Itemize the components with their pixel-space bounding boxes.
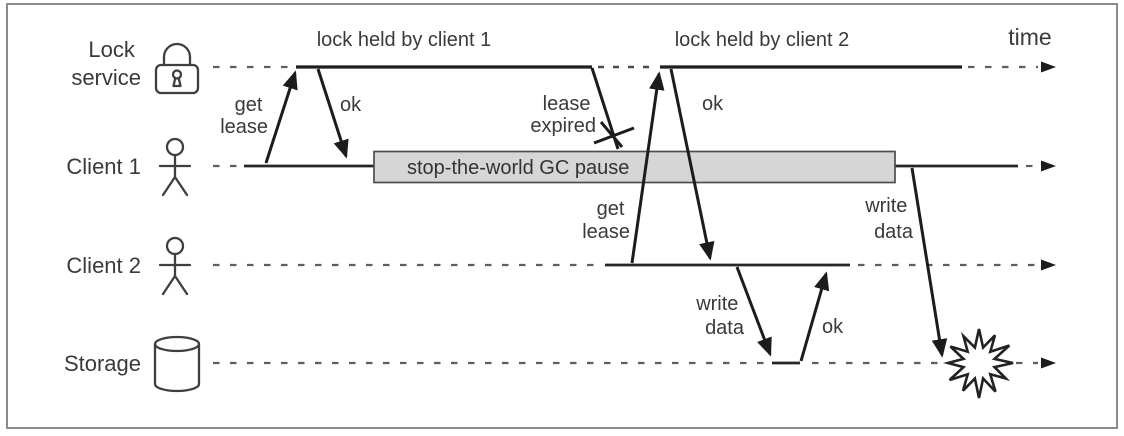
timeline-client-1 [213, 160, 1056, 172]
write-data-arrow-client2 [735, 266, 772, 357]
lock-held-client1-label: lock held by client 1 [317, 29, 492, 51]
write-data-label-line2: data [874, 221, 914, 243]
timeline-arrowhead-icon [1041, 357, 1056, 369]
write-data-label-line1: write [864, 195, 907, 217]
ok-label-client2: ok [702, 93, 724, 115]
time-axis-label: time [1008, 24, 1051, 50]
database-cylinder-icon [153, 335, 201, 393]
lease-expired-label-line1: lease [543, 93, 591, 115]
ok-label-client1: ok [340, 94, 362, 116]
get-lease-label-line2: lease [582, 221, 630, 243]
lane-label-client-1: Client 1 [66, 154, 141, 179]
get-lease-arrow-client2 [630, 71, 665, 264]
explosion-burst-icon [942, 328, 1014, 399]
ok-label-storage-write: ok [822, 316, 844, 338]
timeline-client-2 [213, 259, 1056, 271]
write-data-label-client2: write data [695, 293, 745, 339]
lease-expired-label-line2: expired [530, 115, 596, 137]
write-data-arrow-client1 [910, 167, 948, 358]
timeline-arrowhead-icon [1041, 259, 1056, 271]
get-lease-label-line1: get [597, 198, 625, 220]
write-data-label-line2: data [705, 317, 745, 339]
gc-pause-label: stop-the-world GC pause [407, 157, 629, 179]
timeline-lock-service [213, 61, 1056, 73]
person-icon-client-1 [158, 137, 192, 197]
get-lease-label-client1: get lease [220, 94, 268, 138]
get-lease-label-client2: get lease [582, 198, 630, 243]
lane-label-lock-line2: service [71, 65, 141, 90]
timeline-arrowhead-icon [1041, 61, 1056, 73]
lane-label-lock-line1: Lock [88, 37, 135, 62]
write-data-label-line1: write [695, 293, 738, 315]
person-icon-client-2 [158, 236, 192, 296]
timeline-arrowhead-icon [1041, 160, 1056, 172]
lane-label-storage: Storage [64, 351, 141, 376]
lane-label-lock-service: Lock service [71, 37, 141, 90]
ok-arrow-from-storage [799, 271, 830, 362]
get-lease-arrow-client1 [264, 70, 298, 164]
cross-icon [593, 121, 635, 148]
lease-expired-label: lease expired [530, 93, 596, 137]
lock-held-client2-label: lock held by client 2 [675, 29, 850, 51]
get-lease-label-line1: get [235, 94, 263, 116]
lane-label-client-2: Client 2 [66, 253, 141, 278]
padlock-icon [154, 42, 200, 95]
gc-pause-box: stop-the-world GC pause [373, 150, 896, 184]
ok-arrow-to-client2 [669, 68, 715, 261]
ok-arrow-to-client1 [316, 68, 349, 159]
write-data-label-client1: write data [864, 195, 914, 243]
lease-expired-marker [590, 67, 635, 150]
get-lease-label-line2: lease [220, 116, 268, 138]
